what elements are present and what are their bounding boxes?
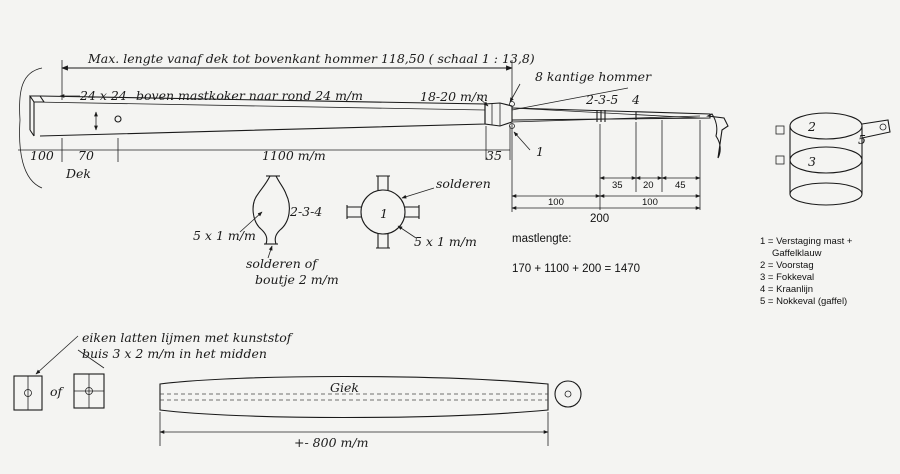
- dim-100b: 100: [642, 197, 658, 208]
- mast-foot-top: [28, 95, 46, 103]
- legend-item-3: 3 = Fokkeval: [760, 272, 814, 283]
- gaff-lug: [861, 119, 891, 139]
- mast-body: [19, 67, 729, 189]
- dim-35-top: 35: [612, 180, 623, 191]
- deck-bracket: [19, 67, 43, 189]
- mastlengte-label: mastlengte:: [512, 233, 571, 245]
- dim-70: 70: [78, 148, 94, 163]
- band-label-5: 5: [858, 132, 866, 147]
- legend-item-1: 1 = Verstaging mast +: [760, 236, 853, 247]
- giek-note-1: eiken latten lijmen met kunststof: [82, 330, 294, 345]
- dim-100a: 100: [548, 197, 564, 208]
- band-label-2: 2: [807, 119, 816, 134]
- giek-boom: [159, 375, 549, 419]
- max-length-dimension: Max. lengte vanaf dek tot bovenkant homm…: [61, 51, 535, 100]
- hommer-label: 8 kantige hommer: [535, 69, 652, 84]
- wire-size-1: 5 x 1 m/m: [193, 228, 256, 243]
- giek-label: Giek: [330, 380, 359, 395]
- solder-note-1: solderen of: [246, 256, 319, 271]
- dim-45-top: 45: [675, 180, 686, 191]
- top-pennant: [706, 113, 729, 159]
- band-label-3: 3: [808, 154, 816, 169]
- band-detail: 2 3 5: [775, 112, 891, 206]
- solderen-label: solderen: [436, 176, 491, 191]
- giek-note-2: buis 3 x 2 m/m in het midden: [82, 346, 267, 361]
- label-2-3-4: 2-3-4: [289, 204, 322, 219]
- legend: 1 = Verstaging mast + Gaffelklauw 2 = Vo…: [760, 236, 853, 307]
- legend-item-5: 5 = Nokkeval (gaffel): [760, 296, 847, 307]
- fitting-detail-1: 1 solderen 5 x 1 m/m: [346, 175, 491, 249]
- giek-end-view: [554, 380, 582, 408]
- legend-item-2: 2 = Voorstag: [760, 260, 814, 271]
- marker-1: 1: [536, 144, 544, 159]
- mastlengte-formula: 170 + 1100 + 200 = 1470: [512, 263, 640, 275]
- giek-section: eiken latten lijmen met kunststof buis 3…: [13, 330, 582, 450]
- dim-200: 200: [590, 213, 609, 225]
- hommer-head: [484, 102, 513, 127]
- label-1: 1: [380, 206, 388, 221]
- dim-100: 100: [30, 148, 54, 163]
- top-diameter-label: 18-20 m/m: [420, 89, 488, 104]
- giek-or-label: of: [50, 384, 65, 399]
- wire-size-2: 5 x 1 m/m: [414, 234, 477, 249]
- marker-2-3-5: 2-3-5: [585, 92, 618, 107]
- mast-description: boven mastkoker naar rond 24 m/m: [136, 88, 363, 103]
- dim-1100: 1100 m/m: [262, 148, 326, 163]
- section-label: 24 x 24: [79, 88, 127, 103]
- topmast-dimensions: 35 20 45 100 100 200: [511, 120, 701, 225]
- marker-4: 4: [631, 92, 640, 107]
- dim-35: 35: [486, 148, 502, 163]
- max-length-label: Max. lengte vanaf dek tot bovenkant homm…: [87, 51, 535, 66]
- mast-pin-hole: [114, 115, 122, 123]
- solder-note-2: boutje 2 m/m: [255, 272, 339, 287]
- legend-item-4: 4 = Kraanlijn: [760, 284, 813, 295]
- fitting-detail-234: 2-3-4 5 x 1 m/m solderen of boutje 2 m/m: [193, 175, 339, 287]
- mast-bottom-dimensions: 100 70 1100 m/m 35 Dek: [18, 126, 511, 181]
- dim-20-top: 20: [643, 180, 654, 191]
- giek-length: +- 800 m/m: [294, 435, 368, 450]
- legend-item-1b: Gaffelklauw: [772, 248, 822, 259]
- deck-label: Dek: [65, 166, 91, 181]
